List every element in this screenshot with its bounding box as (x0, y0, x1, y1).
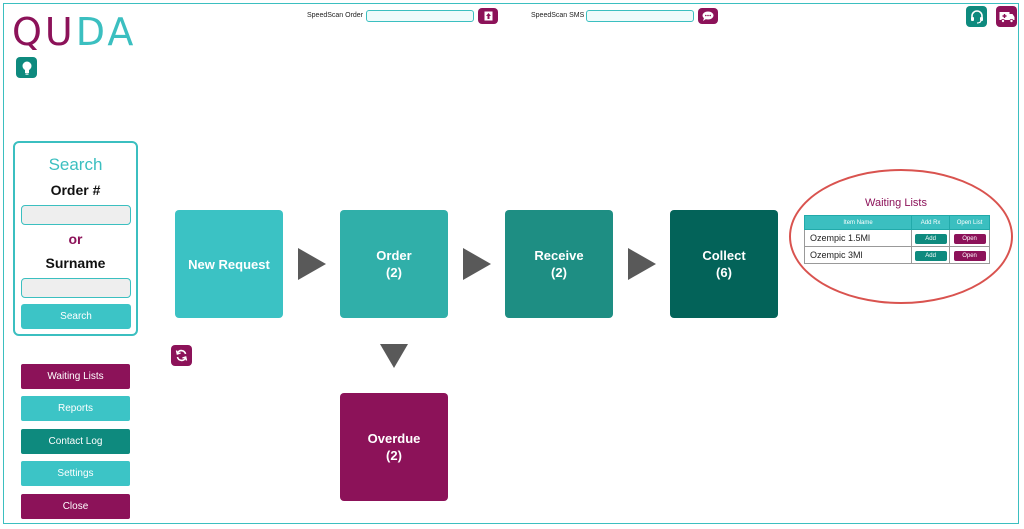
contact-log-button[interactable]: Contact Log (21, 429, 130, 454)
search-panel: Search Order # or Surname Search (13, 141, 138, 336)
open-list-button[interactable]: Open (953, 251, 986, 261)
settings-button[interactable]: Settings (21, 461, 130, 486)
speedscan-order-label: SpeedScan Order (307, 12, 364, 19)
overdue-count: (2) (386, 448, 402, 463)
add-rx-button[interactable]: Add (914, 251, 947, 261)
arrow-right-icon (298, 248, 326, 280)
column-header-open-list: Open List (949, 215, 990, 230)
lightbulb-icon[interactable] (16, 57, 37, 78)
table-row: Ozempic 3Ml Add Open (803, 246, 990, 264)
order-label: Order (376, 248, 412, 263)
add-rx-button[interactable]: Add (914, 234, 947, 244)
waiting-lists-button[interactable]: Waiting Lists (21, 364, 130, 389)
new-request-tile[interactable]: New Request (175, 210, 283, 318)
column-header-item-name: Item Name (803, 215, 913, 230)
order-number-label: Order # (50, 182, 101, 198)
receive-tile[interactable]: Receive (2) (505, 210, 613, 318)
item-name-cell: Ozempic 1.5Ml (803, 229, 913, 247)
arrow-down-icon (380, 344, 408, 368)
app-frame (3, 3, 1019, 524)
open-list-button[interactable]: Open (953, 234, 986, 244)
table-row: Ozempic 1.5Ml Add Open (803, 229, 990, 247)
order-tile[interactable]: Order (2) (340, 210, 448, 318)
speedscan-order-input[interactable] (366, 10, 474, 22)
table-header-row: Item Name Add Rx Open List (803, 215, 990, 230)
waiting-lists-table: Item Name Add Rx Open List Ozempic 1.5Ml… (803, 215, 990, 264)
surname-label: Surname (45, 255, 106, 271)
search-title: Search (48, 155, 103, 174)
upload-icon[interactable] (478, 8, 498, 24)
new-request-label: New Request (188, 256, 270, 272)
headset-icon[interactable] (966, 6, 987, 27)
collect-label: Collect (702, 248, 746, 263)
search-button[interactable]: Search (21, 304, 131, 329)
surname-input[interactable] (21, 278, 131, 298)
speedscan-sms-input[interactable] (586, 10, 694, 22)
close-button[interactable]: Close (21, 494, 130, 519)
chat-bubble-icon[interactable] (698, 8, 718, 24)
collect-count: (6) (716, 265, 732, 280)
collect-tile[interactable]: Collect (6) (670, 210, 778, 318)
speedscan-sms-label: SpeedScan SMS (531, 12, 585, 19)
item-name-cell: Ozempic 3Ml (803, 246, 913, 264)
receive-count: (2) (551, 265, 567, 280)
overdue-label: Overdue (367, 431, 421, 446)
column-header-add-rx: Add Rx (911, 215, 951, 230)
logo-part-2: DA (75, 10, 137, 54)
waiting-lists-title: Waiting Lists (865, 197, 927, 209)
reports-button[interactable]: Reports (21, 396, 130, 421)
ambulance-icon[interactable] (996, 6, 1017, 27)
receive-label: Receive (534, 248, 584, 263)
or-label: or (68, 231, 83, 247)
order-number-input[interactable] (21, 205, 131, 225)
logo-part-1: QU (12, 10, 76, 54)
arrow-right-icon (628, 248, 656, 280)
order-count: (2) (386, 265, 402, 280)
arrow-right-icon (463, 248, 491, 280)
highlight-oval (789, 169, 1013, 304)
overdue-tile[interactable]: Overdue (2) (340, 393, 448, 501)
refresh-icon[interactable] (171, 345, 192, 366)
quda-logo: QUDA (12, 10, 136, 54)
